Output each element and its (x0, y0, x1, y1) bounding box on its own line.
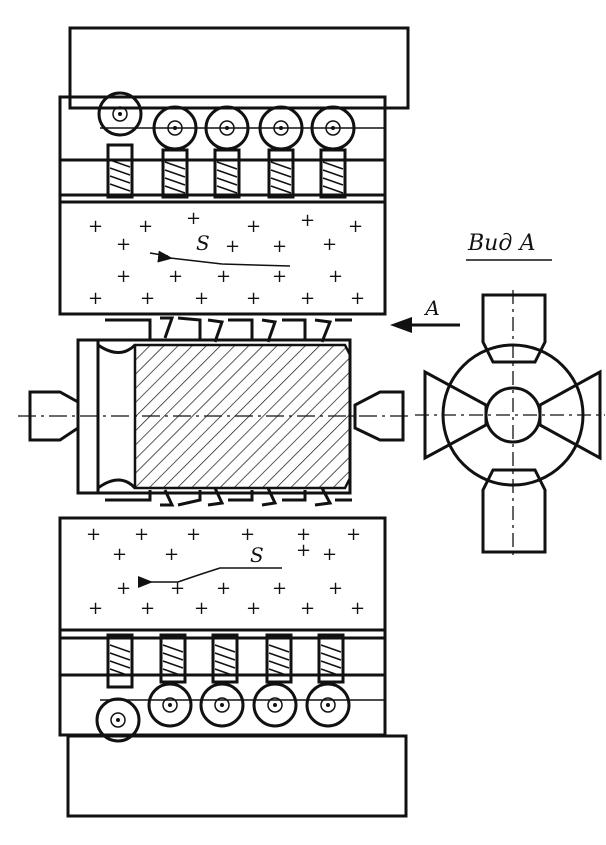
bottom-spring-3 (211, 633, 239, 684)
view-a-detail: Вид А (415, 231, 605, 560)
bottom-roller-1 (95, 697, 141, 743)
svg-text:+: + (300, 288, 315, 309)
view-a-bottom-die (481, 468, 547, 554)
svg-text:+: + (116, 266, 131, 287)
bottom-feed-label: S (250, 543, 264, 567)
svg-text:+: + (186, 524, 201, 545)
svg-text:+: + (194, 288, 209, 309)
top-rollers (97, 91, 356, 151)
svg-text:+: + (272, 266, 287, 287)
svg-text:+: + (322, 234, 337, 255)
top-feed-arrow (170, 258, 291, 266)
svg-text:+: + (346, 524, 361, 545)
svg-text:+: + (300, 598, 315, 619)
svg-text:+: + (168, 266, 183, 287)
svg-text:+: + (116, 578, 131, 599)
top-spring-4 (267, 148, 295, 199)
view-a-title: Вид А (467, 231, 536, 256)
bottom-springs (106, 633, 345, 689)
svg-text:+: + (216, 578, 231, 599)
svg-text:+: + (88, 288, 103, 309)
svg-text:+: + (300, 210, 315, 231)
svg-text:+: + (216, 266, 231, 287)
svg-text:+: + (246, 216, 261, 237)
section-arrow: А (390, 296, 460, 333)
svg-text:+: + (350, 598, 365, 619)
top-spring-2 (161, 148, 189, 199)
svg-text:+: + (225, 236, 240, 257)
svg-text:+: + (88, 216, 103, 237)
svg-text:+: + (348, 216, 363, 237)
view-a-left-wedge (423, 369, 488, 461)
svg-text:+: + (296, 524, 311, 545)
svg-text:+: + (186, 208, 201, 229)
top-die-block (58, 200, 387, 316)
top-spring-3 (213, 148, 241, 199)
top-outer-slab (68, 26, 410, 110)
bottom-roller-2 (147, 682, 193, 728)
svg-text:+: + (134, 524, 149, 545)
svg-text:+: + (296, 540, 311, 561)
svg-text:+: + (194, 598, 209, 619)
bottom-spring-4 (265, 633, 293, 684)
svg-text:+: + (328, 578, 343, 599)
svg-text:+: + (140, 598, 155, 619)
svg-text:+: + (350, 288, 365, 309)
svg-text:+: + (328, 266, 343, 287)
top-tool-assembly: + + + + + + + + + + + + + + + + + + + + + S (58, 26, 410, 316)
bottom-roller-4 (252, 682, 298, 728)
svg-text:+: + (140, 288, 155, 309)
svg-text:+: + (246, 288, 261, 309)
bottom-roller-3 (199, 682, 245, 728)
top-spring-1 (106, 143, 134, 199)
top-feed-label: S (196, 231, 210, 255)
bottom-roller-5 (305, 682, 351, 728)
svg-text:+: + (170, 578, 185, 599)
view-a-top-die (481, 293, 547, 364)
bottom-feed-arrow (138, 567, 282, 588)
svg-text:+: + (88, 598, 103, 619)
svg-text:+: + (272, 236, 287, 257)
right-center (353, 390, 405, 442)
bottom-die-block (58, 516, 387, 632)
svg-text:+: + (164, 544, 179, 565)
bottom-rollers (95, 682, 351, 743)
svg-text:+: + (240, 524, 255, 545)
workpiece-assembly (18, 316, 410, 507)
svg-text:+: + (116, 234, 131, 255)
svg-text:+: + (86, 524, 101, 545)
bottom-spring-5 (317, 633, 345, 684)
top-thread-profile (105, 316, 352, 343)
top-springs (106, 143, 347, 199)
bottom-spring-1 (106, 633, 134, 689)
svg-text:+: + (272, 578, 287, 599)
bottom-thread-profile (105, 487, 352, 507)
svg-text:+: + (322, 544, 337, 565)
bottom-tool-assembly: ++++++ ++++ +++++ ++++++ S (58, 516, 408, 818)
top-spring-5 (319, 148, 347, 199)
svg-text:+: + (112, 544, 127, 565)
svg-text:+: + (246, 598, 261, 619)
bottom-outer-slab (66, 734, 408, 818)
left-center (28, 390, 80, 442)
svg-text:+: + (138, 216, 153, 237)
section-arrow-label: А (423, 296, 440, 320)
bottom-spring-2 (159, 633, 187, 684)
view-a-right-wedge (538, 369, 602, 461)
top-roller-1 (97, 91, 143, 137)
top-plus-marks: + + + + + + + + + + + + + + + + + + + + + (88, 208, 365, 309)
bottom-plus-marks: ++++++ ++++ +++++ ++++++ (86, 524, 365, 619)
